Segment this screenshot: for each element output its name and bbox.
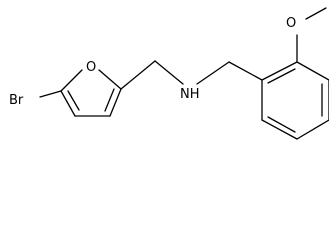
atom-labels: Br O NH O [9,16,296,108]
bond-c5-o1 [60,69,83,92]
atom-furan-oxygen: O [86,60,96,75]
bond-ch2-ring [228,61,263,81]
atom-amine: NH [180,87,200,102]
bond-ring-5-6 [261,119,298,140]
bond-c2-c3 [109,88,122,117]
bond-ring-inner-a [267,68,296,84]
bond-ring-2-3 [296,61,329,81]
bond-c2-ch2 [120,60,156,90]
molecule-structure: Br O NH O [9,7,329,140]
bond-br-c5 [39,90,62,98]
bond-ch2-n [154,60,184,85]
bond-c3-c2-double [104,88,115,112]
bond-o1-c2 [98,69,122,90]
bond-ring-1-2 [261,61,298,81]
bond-ring-4-5 [296,119,329,140]
atom-bromine: Br [9,93,24,108]
bond-o-ch3 [305,7,327,20]
bond-c4-c5-double [67,90,80,111]
bond-n-ch2 [196,61,230,85]
atom-methoxy-oxygen: O [286,16,296,31]
bond-ring-inner-c [267,116,296,133]
bonds [39,7,329,140]
bond-c4-c5 [60,90,76,117]
